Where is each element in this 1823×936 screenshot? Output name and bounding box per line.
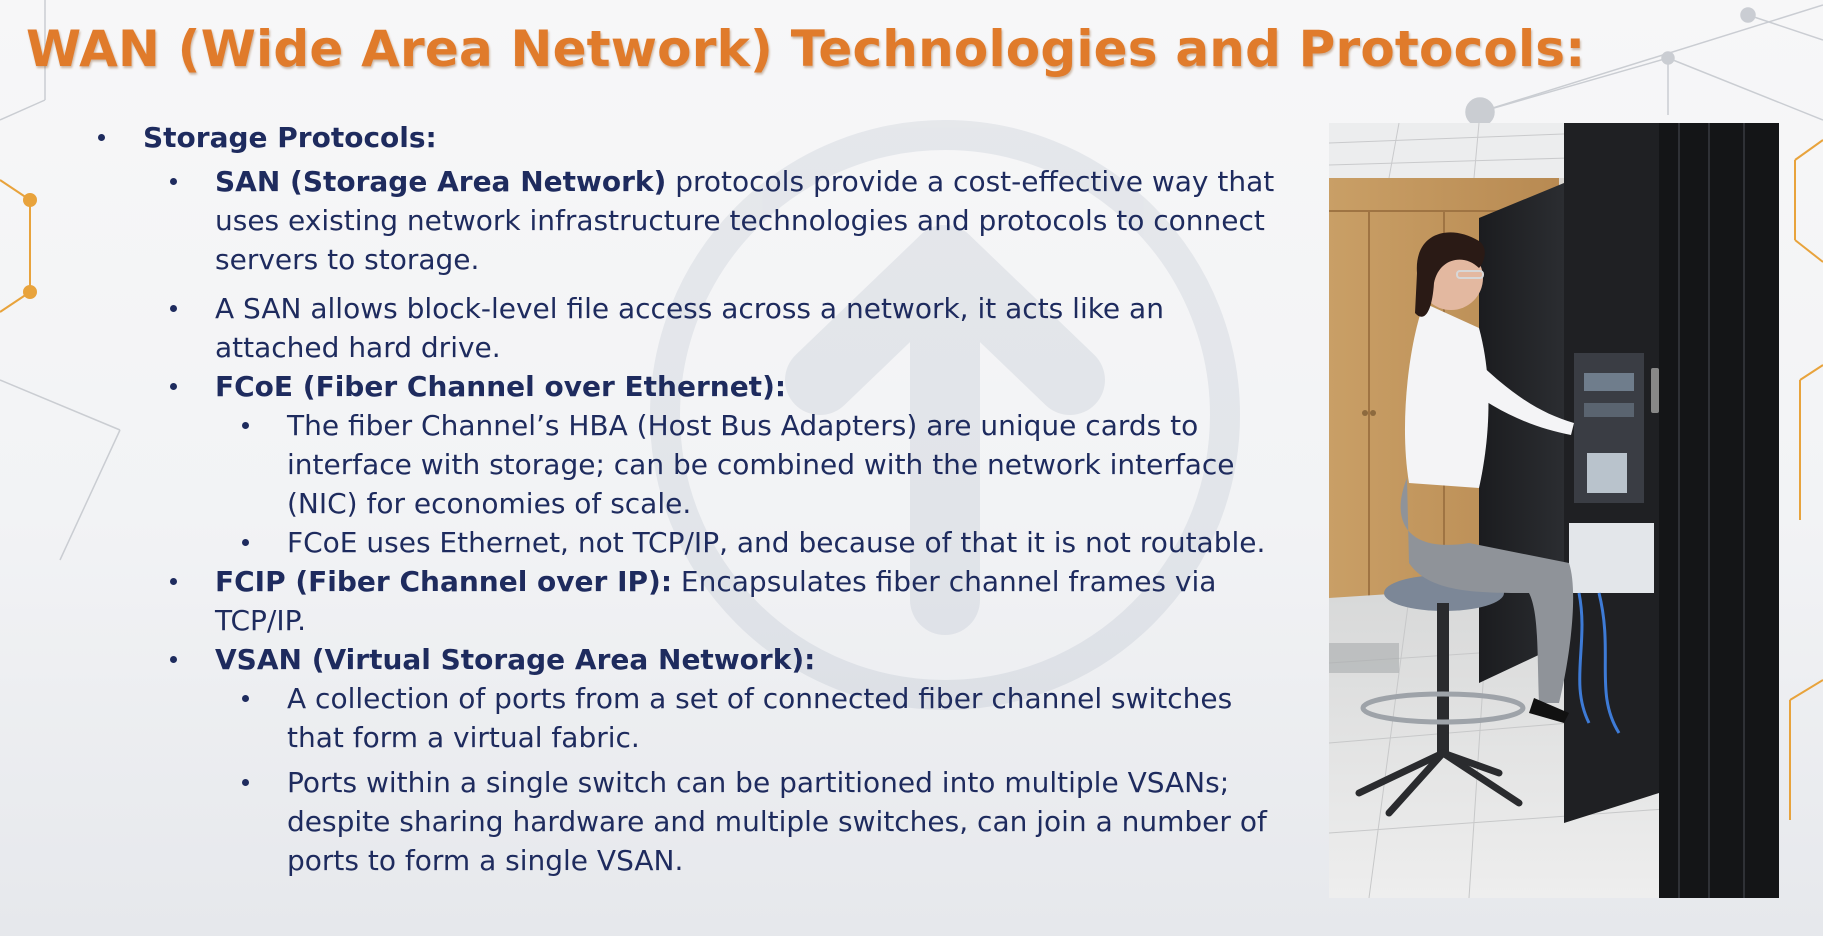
bullet-text: The fiber Channel’s HBA (Host Bus Adapte…: [287, 409, 1235, 520]
bullet-dot: [242, 422, 249, 429]
accent-lines-right: [1789, 139, 1823, 820]
bullet-text: A collection of ports from a set of conn…: [287, 682, 1233, 754]
bullet-text: FCoE uses Ethernet, not TCP/IP, and beca…: [287, 526, 1266, 559]
bullet-bold-text: VSAN (Virtual Storage Area Network):: [215, 643, 816, 676]
bullet-storage-protocols: Storage Protocols:: [0, 118, 1300, 157]
server-room-photo: [1329, 123, 1779, 898]
bullet-fcoe-hba: The fiber Channel’s HBA (Host Bus Adapte…: [0, 406, 1290, 523]
accent-lines-left: [0, 179, 37, 313]
bullet-bold-text: SAN (Storage Area Network): [215, 165, 667, 198]
bullet-text: A SAN allows block-level file access acr…: [215, 292, 1164, 364]
slide-title: WAN (Wide Area Network) Technologies and…: [26, 20, 1586, 78]
bullet-text: Ports within a single switch can be part…: [287, 766, 1267, 877]
bullet-dot: [170, 656, 177, 663]
bullet-heading: Storage Protocols:: [143, 121, 437, 154]
server-room-illustration: [1329, 123, 1779, 898]
bullet-vsan-partition: Ports within a single switch can be part…: [0, 763, 1290, 880]
bullet-text: protocols provide a cost-effective way t…: [215, 165, 1275, 276]
bullet-fcoe-ethernet: FCoE uses Ethernet, not TCP/IP, and beca…: [0, 523, 1290, 562]
bullet-dot: [242, 539, 249, 546]
bullet-san-block-access: A SAN allows block-level file access acr…: [0, 289, 1290, 367]
bullet-list: Storage Protocols: SAN (Storage Area Net…: [0, 118, 1300, 880]
bullet-dot: [170, 178, 177, 185]
bullet-dot: [242, 779, 249, 786]
bullet-dot: [170, 578, 177, 585]
bullet-dot: [242, 695, 249, 702]
watermark-logo: [650, 120, 1240, 710]
bullet-dot: [170, 305, 177, 312]
bullet-dot: [98, 134, 105, 141]
bullet-bold-text: FCIP (Fiber Channel over IP):: [215, 565, 673, 598]
bullet-vsan: VSAN (Virtual Storage Area Network):: [0, 640, 1290, 679]
bullet-san: SAN (Storage Area Network) protocols pro…: [0, 162, 1290, 279]
bullet-dot: [170, 383, 177, 390]
bullet-vsan-collection: A collection of ports from a set of conn…: [0, 679, 1290, 757]
bullet-fcip: FCIP (Fiber Channel over IP): Encapsulat…: [0, 562, 1290, 640]
bullet-bold-text: FCoE (Fiber Channel over Ethernet):: [215, 370, 787, 403]
bullet-fcoe: FCoE (Fiber Channel over Ethernet):: [0, 367, 1290, 406]
bullet-text: Encapsulates fiber channel frames via TC…: [215, 565, 1217, 637]
